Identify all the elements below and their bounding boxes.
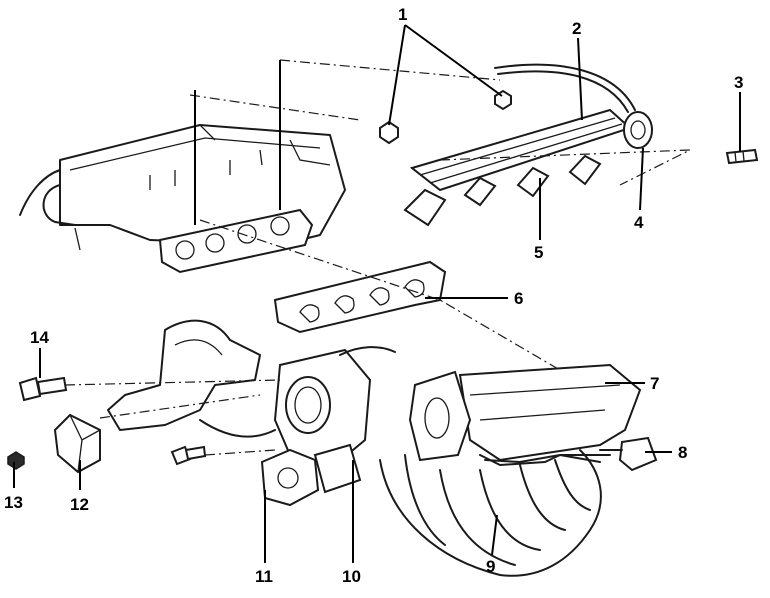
nut-1-lower xyxy=(379,120,399,145)
nut-1-upper xyxy=(494,89,512,111)
callout-10: 10 xyxy=(342,567,361,586)
air-temperature-sensor xyxy=(53,413,101,474)
callout-2: 2 xyxy=(572,19,581,38)
head-gasket-upper xyxy=(158,208,314,274)
bracket-bolt xyxy=(170,445,207,466)
callout-1: 1 xyxy=(398,5,407,24)
idle-air-control-valve xyxy=(260,448,320,507)
stud-bolt-3 xyxy=(725,148,759,165)
manifold-pressure-sensor xyxy=(599,436,658,472)
intake-manifold xyxy=(379,363,642,577)
throttle-position-sensor xyxy=(313,443,362,494)
throttle-body-bracket xyxy=(107,319,276,438)
callout-4: 4 xyxy=(634,213,644,232)
throttle-body xyxy=(273,346,396,467)
callout-6: 6 xyxy=(514,289,523,308)
callout-8: 8 xyxy=(678,443,687,462)
callout-3: 3 xyxy=(734,73,743,92)
callout-labels: 1 2 3 4 5 6 7 8 9 10 11 12 13 14 xyxy=(4,5,743,586)
alignment-lines xyxy=(64,59,561,456)
callout-14: 14 xyxy=(30,328,49,347)
callout-13: 13 xyxy=(4,493,23,512)
bolt-14 xyxy=(18,376,68,402)
callout-12: 12 xyxy=(70,495,89,514)
leader-lines xyxy=(13,24,741,563)
fuel-rail-assembly xyxy=(403,63,691,227)
intake-gasket xyxy=(273,260,447,334)
callout-5: 5 xyxy=(534,243,543,262)
vacuum-line xyxy=(479,454,611,466)
callout-9: 9 xyxy=(486,557,495,576)
callout-11: 11 xyxy=(255,567,273,586)
bolt-13 xyxy=(7,451,25,470)
callout-7: 7 xyxy=(650,374,659,393)
